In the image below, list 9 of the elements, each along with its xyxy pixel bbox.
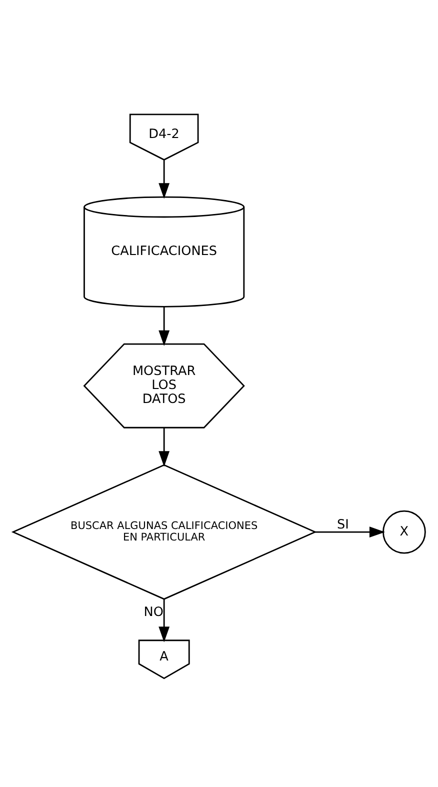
edge-label: SI [337,516,349,532]
arrow [158,160,170,198]
node-circle: X [382,510,426,554]
arrow [158,306,170,346]
arrow [158,598,170,642]
node-diamond: BUSCAR ALGUNAS CALIFICACIONES EN PARTICULAR [11,464,317,600]
edge-label: NO [144,604,164,620]
arrow [158,427,170,466]
arrow [315,526,386,538]
